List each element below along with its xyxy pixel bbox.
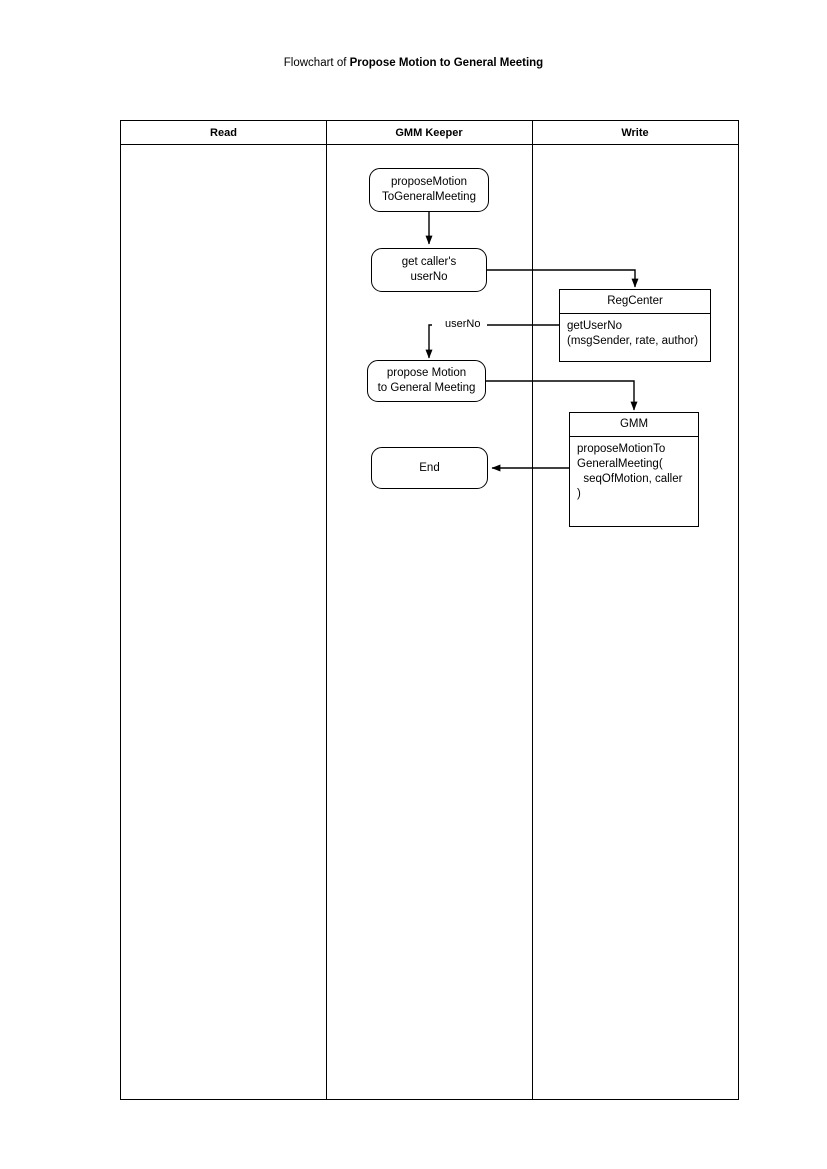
node-gmm[interactable]: GMM proposeMotionTo GeneralMeeting( seqO… [569, 412, 699, 527]
node-start-label: proposeMotion ToGeneralMeeting [382, 176, 476, 203]
swimlane-header-row: Read GMM Keeper Write [121, 121, 738, 145]
node-end[interactable]: End [371, 447, 488, 489]
node-start-propose-motion[interactable]: proposeMotion ToGeneralMeeting [369, 168, 489, 212]
lane-header-write-label: Write [621, 126, 649, 139]
node-regcenter-header: RegCenter [560, 290, 710, 314]
swimlane-table: Read GMM Keeper Write [120, 120, 739, 1100]
node-end-label: End [419, 461, 440, 474]
edge-label-userno: userNo [442, 318, 484, 331]
node-get-caller-userno[interactable]: get caller's userNo [371, 248, 487, 292]
lane-header-write: Write [532, 121, 738, 144]
lane-header-read: Read [121, 121, 326, 144]
lane-header-gmm-keeper-label: GMM Keeper [395, 126, 463, 139]
lane-divider-read-gmmkeeper [326, 121, 327, 1099]
page-title-subject: Propose Motion to General Meeting [349, 57, 544, 69]
node-regcenter-body: getUserNo (msgSender, rate, author) [567, 320, 699, 347]
lane-header-gmm-keeper: GMM Keeper [326, 121, 532, 144]
node-get-caller-userno-label: get caller's userNo [401, 256, 457, 283]
node-regcenter[interactable]: RegCenter getUserNo (msgSender, rate, au… [559, 289, 711, 362]
node-propose-motion-label: propose Motion to General Meeting [377, 367, 476, 394]
node-gmm-body: proposeMotionTo GeneralMeeting( seqOfMot… [577, 443, 683, 500]
lane-header-read-label: Read [210, 126, 237, 139]
node-gmm-header: GMM [570, 413, 698, 437]
node-propose-motion[interactable]: propose Motion to General Meeting [367, 360, 486, 402]
page-title-prefix: Flowchart of [283, 57, 350, 69]
page-title: Flowchart of Propose Motion to General M… [0, 55, 827, 71]
lane-divider-gmmkeeper-write [532, 121, 533, 1099]
